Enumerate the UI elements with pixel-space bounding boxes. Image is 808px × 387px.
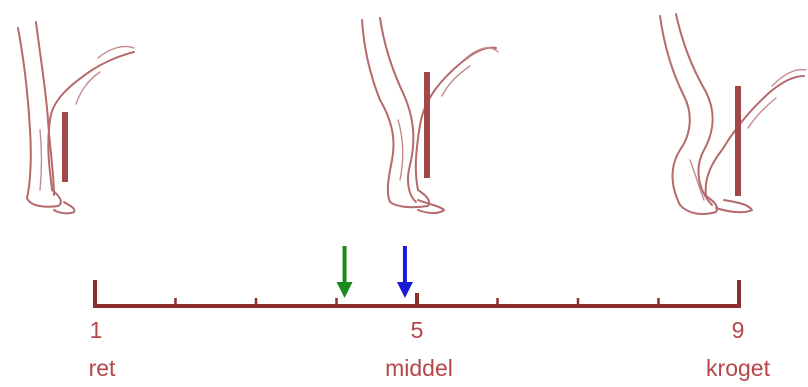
scale: 1 5 9 ret middel kroget — [89, 246, 771, 381]
scale-label-kroget: kroget — [706, 355, 771, 381]
blue-arrow — [396, 246, 413, 298]
scale-label-ret: ret — [89, 355, 116, 381]
scale-label-9-number: 9 — [732, 317, 745, 343]
scale-label-5-number: 5 — [411, 317, 424, 343]
hind-leg-straight-illustration — [17, 21, 135, 215]
hind-leg-curved-illustration — [659, 13, 807, 215]
scale-ticks — [93, 280, 741, 306]
hind-leg-medium-illustration — [361, 17, 499, 214]
scale-label-middel: middel — [385, 355, 453, 381]
scale-label-1-number: 1 — [90, 317, 103, 343]
green-arrow — [336, 246, 353, 298]
markers — [336, 246, 413, 298]
